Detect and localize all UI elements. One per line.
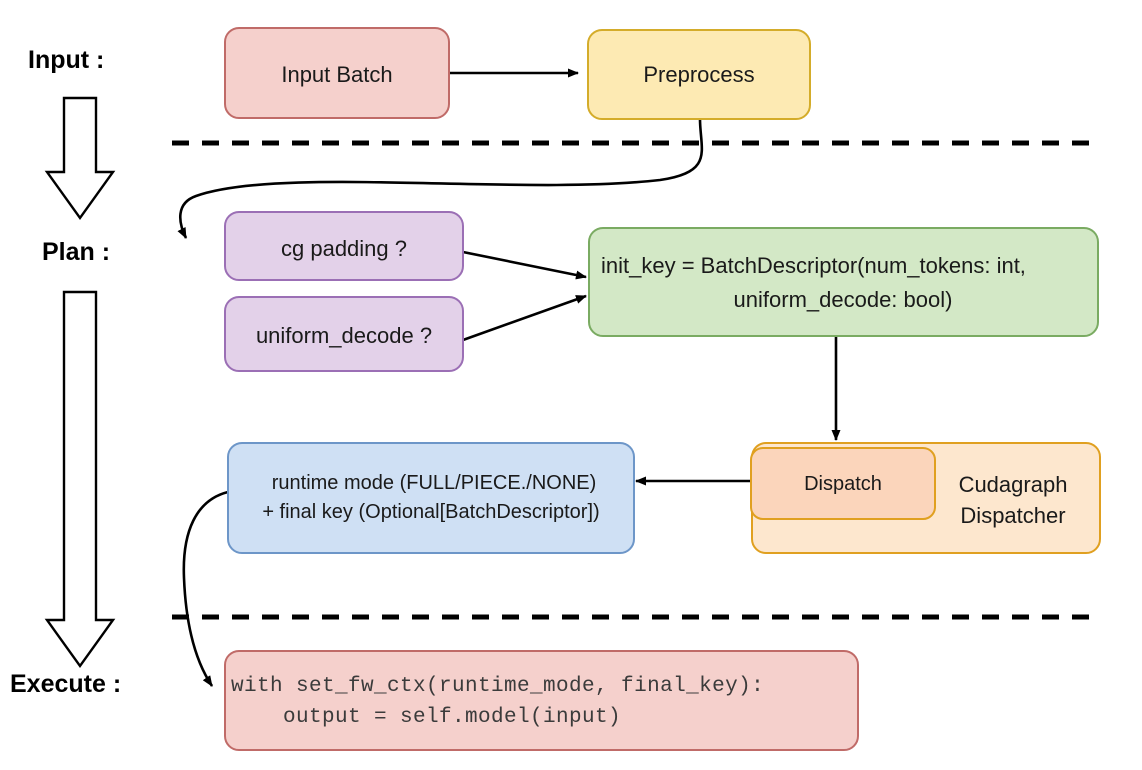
node-init-key-line1: init_key = BatchDescriptor(num_tokens: i… xyxy=(601,253,1026,278)
node-init-key-line2: uniform_decode: bool) xyxy=(734,287,953,312)
edge-uniform-decode-to-init-key xyxy=(462,294,587,342)
plan-to-execute-block-arrow xyxy=(44,290,116,669)
node-preprocess-label: Preprocess xyxy=(643,62,754,87)
input-to-plan-block-arrow xyxy=(44,96,116,221)
edge-runtime-mode-to-execute-code xyxy=(182,490,229,687)
node-execute-code-shape xyxy=(224,650,859,751)
node-uniform-decode[interactable]: uniform_decode ? xyxy=(224,296,464,372)
node-runtime-mode-line2: + final key (Optional[BatchDescriptor]) xyxy=(262,501,599,523)
node-input-batch-label: Input Batch xyxy=(281,62,392,87)
node-preprocess-shape xyxy=(587,29,811,120)
node-runtime-mode-line1: runtime mode (FULL/PIECE./NONE) xyxy=(272,472,597,494)
node-execute-code-line2: output = self.model(input) xyxy=(231,706,621,729)
node-cudagraph-dispatcher-line2: Dispatcher xyxy=(960,503,1065,528)
edge-preprocess-to-cg-padding xyxy=(177,118,704,239)
node-cg-padding-shape xyxy=(224,211,464,281)
node-runtime-mode-shape xyxy=(227,442,635,554)
stage-label-plan: Plan : xyxy=(42,238,110,266)
node-dispatch[interactable]: Dispatch xyxy=(750,447,936,520)
node-init-key[interactable]: init_key = BatchDescriptor(num_tokens: i… xyxy=(588,227,1099,337)
node-input-batch-shape xyxy=(224,27,450,119)
node-cg-padding[interactable]: cg padding ? xyxy=(224,211,464,281)
node-dispatch-shape xyxy=(750,447,936,520)
node-execute-code[interactable]: with set_fw_ctx(runtime_mode, final_key)… xyxy=(224,650,859,751)
stage-label-execute: Execute : xyxy=(10,670,121,698)
node-uniform-decode-shape xyxy=(224,296,464,372)
node-preprocess[interactable]: Preprocess xyxy=(587,29,811,120)
node-cg-padding-label: cg padding ? xyxy=(281,236,407,261)
node-dispatch-label: Dispatch xyxy=(804,473,882,495)
node-execute-code-line1: with set_fw_ctx(runtime_mode, final_key)… xyxy=(231,675,764,698)
node-input-batch[interactable]: Input Batch xyxy=(224,27,450,119)
node-init-key-shape xyxy=(588,227,1099,337)
node-uniform-decode-label: uniform_decode ? xyxy=(256,323,432,348)
edge-cg-padding-to-init-key xyxy=(462,250,587,280)
stage-label-input: Input : xyxy=(28,46,104,74)
node-runtime-mode[interactable]: runtime mode (FULL/PIECE./NONE) + final … xyxy=(227,442,635,554)
node-cudagraph-dispatcher-line1: Cudagraph xyxy=(959,472,1068,497)
